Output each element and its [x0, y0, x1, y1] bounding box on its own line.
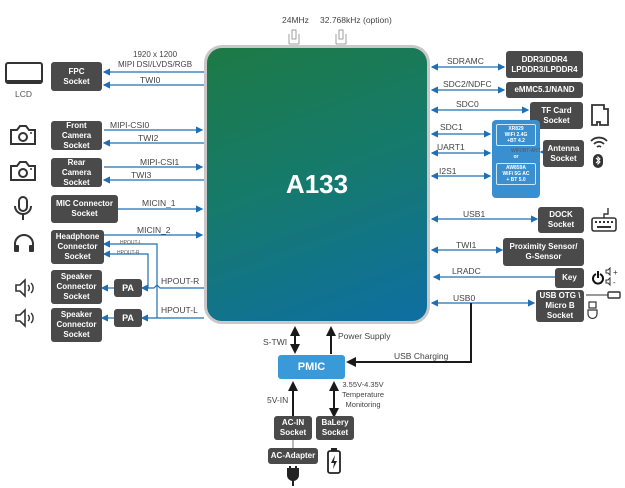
- signal-hpout-r-small: HPOUT-R: [117, 250, 140, 256]
- pa-amplifier-r: PA: [114, 279, 142, 297]
- s-twi-label: S-TWI: [263, 337, 288, 347]
- ac-in-socket: AC-IN Socket: [274, 416, 312, 440]
- key-socket: Key: [555, 268, 584, 288]
- speaker-icon: [15, 278, 34, 298]
- plug-icon: [287, 466, 299, 486]
- signal-micin2: MICIN_2: [137, 225, 171, 235]
- chip-name: A133: [285, 169, 349, 199]
- signal-mipi-csi1: MIPI-CSI1: [140, 157, 180, 167]
- sd-card-icon: [591, 104, 609, 126]
- bluetooth-icon: [593, 154, 603, 168]
- usb-charging-label: USB Charging: [394, 351, 449, 361]
- ddr-memory: DDR3/DDR4 LPDDR3/LPDDR4: [506, 51, 583, 78]
- antenna-socket: Antenna Socket: [543, 140, 584, 167]
- arrow-usb-charging: [346, 303, 472, 367]
- line-hpout-l-hp: [102, 240, 158, 318]
- signal-twi1: TWI1: [456, 240, 477, 250]
- speaker-icon: [15, 308, 34, 328]
- lcd-label: LCD: [15, 89, 33, 99]
- pmic-block: PMIC: [278, 355, 345, 379]
- speaker-l-connector-socket: Speaker Connector Socket: [51, 308, 102, 342]
- signal-micin1: MICIN_1: [142, 198, 176, 208]
- signal-uart1: UART1: [437, 142, 465, 152]
- signal-sdc0: SDC0: [456, 99, 479, 109]
- signal-twi2: TWI2: [138, 133, 159, 143]
- battery-icon: [327, 448, 341, 474]
- signal-usb0: USB0: [453, 293, 476, 303]
- rear-camera-socket: Rear Camera Socket: [51, 158, 102, 187]
- signal-twi3: TWI3: [131, 170, 152, 180]
- line-hpout-r: [140, 284, 204, 292]
- svg-text:-: -: [613, 278, 616, 287]
- power-volume-icon: +-: [592, 267, 618, 287]
- wifi-bt-module: XR829 WiFi 2.4G +BT 4.2 or AW859A WiFi 5…: [492, 120, 540, 198]
- wifi-icon: [590, 136, 608, 148]
- line-hpout-r-hp: [102, 250, 149, 288]
- wifi-or-label: or: [513, 154, 519, 160]
- power-supply-label: Power Supply: [338, 331, 391, 341]
- crystal-32khz-label: 32.768kHz (option): [320, 15, 392, 25]
- lcd-icon: [5, 62, 43, 84]
- soc-chip: A133: [204, 45, 430, 324]
- signal-hpout-l: HPOUT-L: [161, 305, 198, 315]
- camera-icon: [10, 125, 36, 145]
- front-camera-socket: Front Camera Socket: [51, 121, 102, 150]
- usb-mouse-icon: [586, 291, 621, 320]
- signal-lradc: LRADC: [452, 266, 481, 276]
- 5v-in-label: 5V-IN: [267, 395, 289, 405]
- microphone-icon: [14, 196, 32, 220]
- keyboard-icon: [591, 208, 617, 232]
- signal-mipi-dsi: 1920 x 1200 MIPI DSI/LVDS/RGB: [118, 50, 193, 69]
- signal-sdc2-ndfc: SDC2/NDFC: [443, 79, 492, 89]
- wifi-module-aw859a: AW859A WiFi 5G AC + BT 5.0: [496, 163, 536, 185]
- signal-usb1: USB1: [463, 209, 486, 219]
- camera-icon: [10, 161, 36, 181]
- mic-connector-socket: MIC Connector Socket: [51, 195, 118, 223]
- usb-otg-socket: USB OTG \ Micro B Socket: [536, 290, 584, 322]
- signal-mipi-csi0: MIPI-CSI0: [110, 120, 150, 130]
- dock-socket: DOCK Socket: [538, 207, 584, 233]
- crystal-24mhz-label: 24MHz: [282, 15, 309, 25]
- fpc-socket: FPC Socket: [51, 62, 102, 91]
- headphones-icon: [14, 234, 34, 252]
- wifi-module-xr829: XR829 WiFi 2.4G +BT 4.2: [496, 124, 536, 146]
- signal-hpout-l-small: HPOUT-L: [120, 240, 142, 246]
- proximity-g-sensor: Proximity Sensor/ G-Sensor: [503, 238, 584, 266]
- signal-twi0: TWI0: [140, 75, 161, 85]
- emmc-nand: eMMC5.1/NAND: [506, 82, 583, 98]
- crystal-icons: [288, 29, 347, 45]
- signal-hpout-r: HPOUT-R: [161, 276, 200, 286]
- ac-adapter: AC-Adapter: [268, 448, 318, 464]
- signal-sdc1: SDC1: [440, 122, 463, 132]
- speaker-r-connector-socket: Speaker Connector Socket: [51, 270, 102, 304]
- signal-i2s1: I2S1: [439, 166, 457, 176]
- signal-sdramc: SDRAMC: [447, 56, 484, 66]
- headphone-connector-socket: Headphone Connector Socket: [51, 230, 104, 264]
- svg-text:+: +: [613, 268, 618, 277]
- pa-amplifier-l: PA: [114, 309, 142, 327]
- signal-wifi-bt-ant: WIFI/BT-ANT: [511, 148, 541, 154]
- battery-note: 3.55V-4.35V Temperature Monitoring: [342, 380, 385, 409]
- battery-socket: BaLery Socket: [316, 416, 354, 440]
